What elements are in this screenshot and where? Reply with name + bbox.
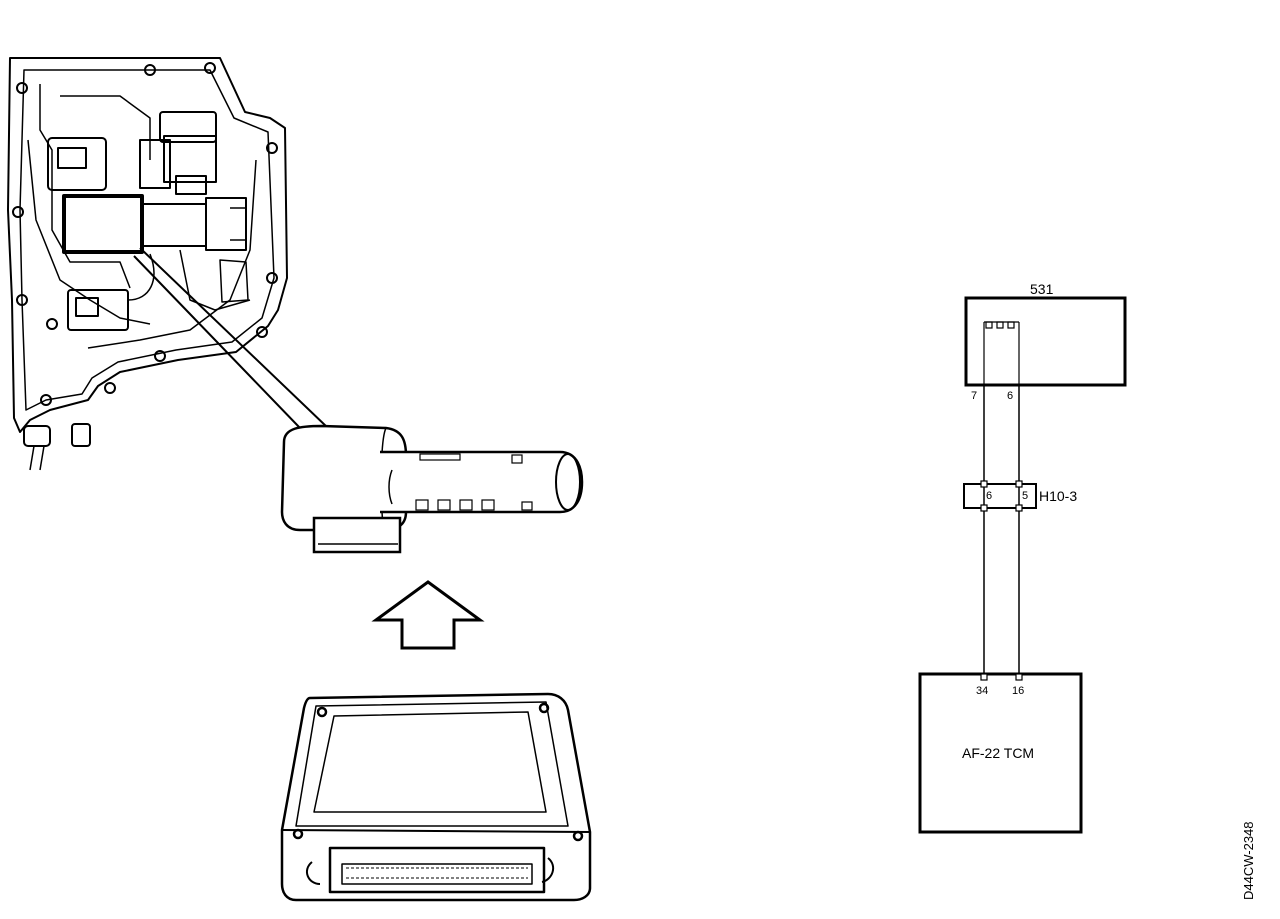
connector-h10-3-label: H10-3 <box>1039 488 1078 504</box>
leader-lines <box>133 247 329 429</box>
tcm-pin-right: 16 <box>1012 685 1025 697</box>
wiring-schematic <box>918 296 1127 834</box>
connector-h10-3-pins <box>980 480 1023 512</box>
unit-531-label: 531 <box>1030 281 1054 297</box>
control-module-icon <box>280 692 592 902</box>
arrow-up-icon <box>371 580 485 650</box>
tcm-label: AF-22 TCM <box>962 745 1035 761</box>
tcm-pin-left: 34 <box>976 685 989 697</box>
solenoid-icon <box>280 424 584 554</box>
document-id: D44CW-2348 <box>1241 821 1256 900</box>
tcm-box <box>918 672 1083 834</box>
tcm-pins <box>980 673 1023 681</box>
valve-body-icon <box>7 57 288 471</box>
connector-h10-3-box <box>963 483 1037 509</box>
connector-h10-3-pin-left: 6 <box>986 490 993 502</box>
connector-h10-3-pin-right: 5 <box>1022 490 1029 502</box>
unit-531-pin-left: 7 <box>971 390 978 402</box>
unit-531-pin-right: 6 <box>1007 390 1014 402</box>
unit-531-internal-connector <box>983 321 1020 386</box>
unit-531-box <box>964 296 1127 387</box>
